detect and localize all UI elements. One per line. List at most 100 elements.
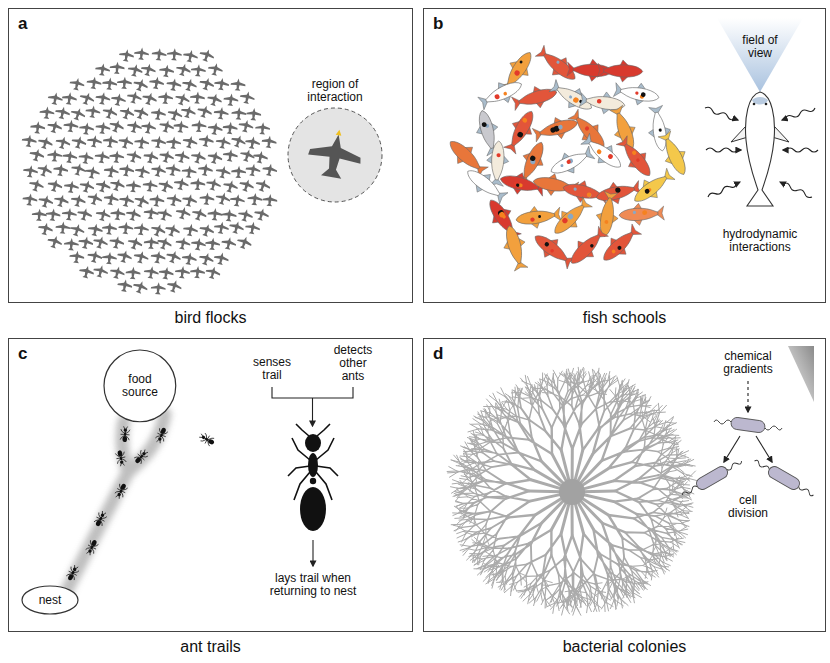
bird xyxy=(102,77,118,91)
koi xyxy=(613,133,658,182)
bird xyxy=(165,162,182,177)
bird xyxy=(149,193,165,207)
koi-body xyxy=(621,141,655,179)
bird xyxy=(131,279,149,295)
bird xyxy=(37,221,54,236)
bird xyxy=(158,148,176,164)
koi-spot xyxy=(567,213,575,221)
bird xyxy=(94,207,112,223)
bird xyxy=(150,282,166,295)
bird xyxy=(244,135,261,150)
bird xyxy=(86,76,102,90)
koi-body xyxy=(519,140,547,180)
bird xyxy=(173,176,190,191)
bird xyxy=(118,105,136,121)
bird xyxy=(165,278,183,294)
bird xyxy=(174,265,190,279)
bird xyxy=(222,178,240,194)
bird xyxy=(239,90,256,105)
colony-branches xyxy=(504,424,640,559)
bird xyxy=(148,75,165,90)
art-part xyxy=(779,180,812,198)
food-source-circle: food source xyxy=(103,349,177,423)
bird xyxy=(103,164,120,179)
shape-label: food source xyxy=(112,373,168,399)
koi-body xyxy=(548,149,588,177)
bird xyxy=(157,178,175,194)
bird xyxy=(92,263,110,279)
bird xyxy=(190,63,206,77)
koi-spot xyxy=(530,217,535,222)
koi xyxy=(564,223,611,270)
koi xyxy=(547,76,597,118)
bird xyxy=(253,206,271,222)
koi-spot xyxy=(513,181,520,188)
art-part xyxy=(704,106,738,122)
koi xyxy=(654,129,693,179)
annotation: senses trail xyxy=(247,356,297,382)
bird xyxy=(30,120,46,134)
bird xyxy=(166,77,183,92)
bird xyxy=(116,278,133,293)
bird xyxy=(213,77,230,91)
bird xyxy=(95,120,112,134)
bird xyxy=(158,266,175,281)
bird xyxy=(37,193,55,209)
bird xyxy=(181,193,198,208)
panel-letter: a xyxy=(18,14,27,33)
bacterium xyxy=(694,464,729,491)
art-part xyxy=(707,180,740,198)
koi-spot xyxy=(586,192,591,197)
annotation: field of view xyxy=(734,34,786,60)
art-part xyxy=(765,426,782,430)
koi-spot xyxy=(587,193,592,198)
ant xyxy=(115,450,127,467)
bird xyxy=(222,148,239,162)
bird xyxy=(116,248,134,264)
koi xyxy=(461,163,510,208)
bird xyxy=(142,149,159,164)
koi-spot xyxy=(561,217,568,224)
art-part xyxy=(682,459,743,496)
bird xyxy=(191,119,207,132)
bird xyxy=(206,92,224,108)
bird xyxy=(190,149,208,165)
bird xyxy=(229,133,247,149)
bird xyxy=(196,103,214,119)
bird xyxy=(204,265,222,281)
bird xyxy=(197,162,214,176)
bird xyxy=(164,222,182,238)
koi xyxy=(594,177,643,209)
bird xyxy=(222,121,238,135)
bird xyxy=(94,150,111,164)
fish-school xyxy=(443,42,694,272)
region-label: region of interaction xyxy=(299,78,371,104)
bird xyxy=(78,264,95,279)
ant xyxy=(198,432,216,448)
koi-body xyxy=(619,207,659,221)
bird xyxy=(70,193,87,208)
bird xyxy=(109,265,127,281)
koi xyxy=(597,59,643,82)
ant xyxy=(84,538,99,556)
bird xyxy=(254,177,272,193)
bird xyxy=(134,135,150,149)
koi-spot xyxy=(513,69,520,76)
koi-body xyxy=(650,111,668,151)
bird xyxy=(76,206,94,222)
bird xyxy=(198,76,216,92)
bird xyxy=(118,163,135,178)
koi-spot xyxy=(596,148,602,154)
koi-spot xyxy=(604,220,608,224)
koi-body xyxy=(446,137,483,172)
bird xyxy=(118,48,135,62)
annotation: hydrodynamic interactions xyxy=(710,228,810,254)
bird xyxy=(228,219,246,235)
bird xyxy=(53,193,71,209)
art-part xyxy=(66,472,128,592)
bird xyxy=(190,206,208,222)
bird xyxy=(246,107,262,120)
bird xyxy=(205,237,221,251)
art-part xyxy=(714,420,731,424)
